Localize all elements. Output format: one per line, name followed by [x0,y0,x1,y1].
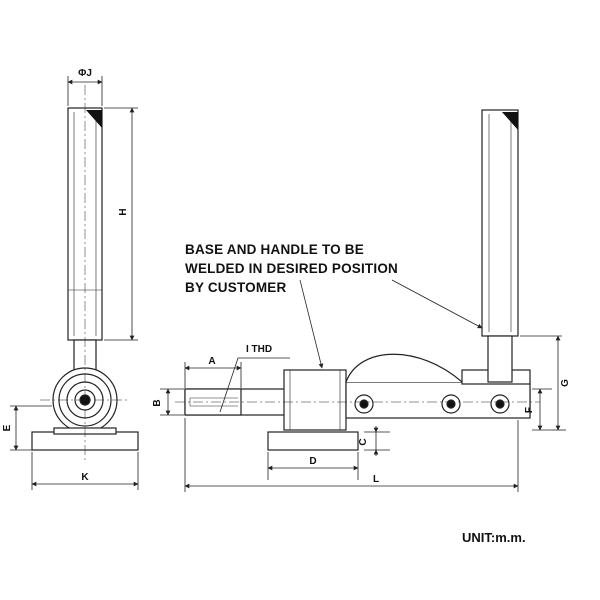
handle-cap-mark [86,110,102,128]
side-dimensions [10,76,139,490]
dim-label-b: B [152,399,163,406]
dim-label-c: C [358,438,369,445]
dim-label-l: L [373,474,379,485]
dim-label-d: D [309,456,316,467]
dim-label-f: F [524,407,535,413]
dim-label-thd: I THD [246,344,272,355]
side-view [31,85,139,460]
welding-note: BASE AND HANDLE TO BE WELDED IN DESIRED … [185,240,398,297]
unit-label: UNIT:m.m. [462,530,526,545]
front-dimensions [160,279,566,492]
bushing [283,369,347,431]
dim-label-e: E [2,424,13,431]
front-handle [481,109,519,337]
front-view [175,109,540,451]
note-line-3: BY CUSTOMER [185,280,287,295]
dim-label-g: G [560,379,571,387]
linkage-arch [345,353,463,383]
side-dimension-labels: ΦJ H E K [2,68,129,483]
front-dimension-labels: A I THD B D C L F G [152,344,571,485]
note-line-1: BASE AND HANDLE TO BE [185,242,364,257]
dim-label-a: A [208,356,215,367]
dim-label-h: H [118,208,129,215]
front-base [267,431,359,451]
dim-label-j: ΦJ [78,68,92,79]
note-line-2: WELDED IN DESIRED POSITION [185,261,398,276]
dim-label-k: K [81,472,89,483]
